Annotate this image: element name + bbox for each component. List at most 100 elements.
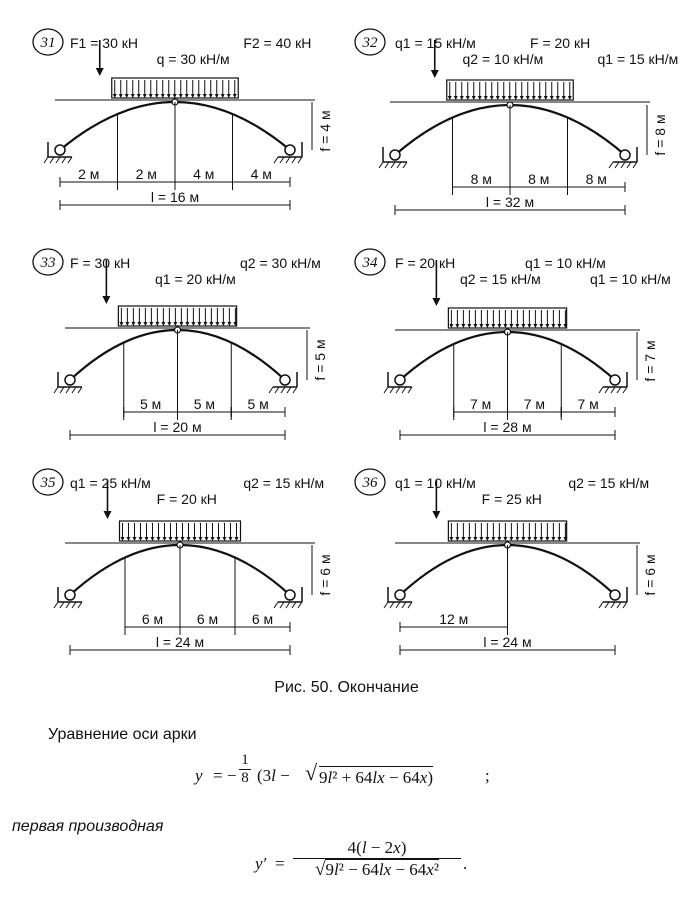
support-hatch (53, 601, 59, 609)
force-arrow-head (432, 511, 441, 519)
derivative-equation: y′ = 4(l − 2x) √9l² − 64lx − 64x² . (255, 838, 468, 880)
distributed-load-arrowhead (479, 324, 484, 328)
distributed-load-arrowhead (137, 322, 142, 326)
panel-number: 32 (362, 35, 379, 51)
rise-label: f = 4 м (317, 110, 333, 151)
distributed-load-arrowhead (156, 537, 161, 541)
distributed-load-arrowhead (221, 322, 226, 326)
distributed-load-arrowhead (489, 96, 494, 100)
distributed-load-arrowhead (453, 96, 458, 100)
support-hatch (49, 156, 55, 164)
support-hatch (610, 601, 616, 609)
support-hatch (407, 386, 413, 394)
support-hatch (67, 156, 73, 164)
load-label: q1 = 10 кН/м (395, 475, 476, 491)
panel-number: 31 (40, 35, 56, 51)
distributed-load-arrowhead (186, 537, 191, 541)
distributed-load-arrowhead (485, 537, 490, 541)
distributed-load-arrowhead (144, 537, 149, 541)
segment-dim-label: 8 м (528, 171, 549, 187)
span-dim-label: l = 24 м (483, 634, 531, 650)
distributed-load-arrowhead (519, 96, 524, 100)
support-hatch (65, 386, 71, 394)
force-arrow-head (95, 68, 104, 76)
distributed-load-arrowhead (501, 96, 506, 100)
distributed-load-arrowhead (549, 96, 554, 100)
distributed-load-arrowhead (473, 537, 478, 541)
distributed-load-arrowhead (150, 537, 155, 541)
segment-dim-label: 2 м (78, 166, 99, 182)
distributed-load-arrowhead (167, 322, 172, 326)
load-label: F2 = 40 кН (243, 35, 311, 51)
span-dim-label: l = 20 м (153, 419, 201, 435)
distributed-load-arrowhead (179, 322, 184, 326)
span-dim-label: l = 24 м (156, 634, 204, 650)
distributed-load-arrowhead (192, 537, 197, 541)
distributed-load-arrowhead (209, 322, 214, 326)
load-label: F = 25 кН (482, 491, 542, 507)
distributed-load-arrowhead (555, 96, 560, 100)
distributed-load-arrowhead (531, 96, 536, 100)
support-hatch (274, 386, 280, 394)
distributed-load-arrowhead (178, 94, 183, 98)
axis-equation-label: Уравнение оси арки (48, 726, 197, 743)
support-hatch (608, 161, 614, 169)
load-label: q = 30 кН/м (157, 51, 230, 67)
distributed-load-arrowhead (527, 537, 532, 541)
rise-label: f = 5 м (312, 339, 328, 380)
span-dim-label: l = 32 м (486, 194, 534, 210)
load-label: F = 20 кН (530, 35, 590, 51)
support-hinge (64, 374, 76, 386)
distributed-load-arrowhead (447, 96, 452, 100)
distributed-load-arrowhead (172, 94, 177, 98)
distributed-load-arrowhead (471, 96, 476, 100)
load-label: q2 = 15 кН/м (568, 475, 649, 491)
derivative-label: первая производная (12, 818, 164, 835)
distributed-load-arrowhead (234, 537, 239, 541)
distributed-load-arrowhead (533, 537, 538, 541)
span-dim-label: l = 16 м (151, 189, 199, 205)
distributed-load-arrowhead (220, 94, 225, 98)
support-hatch (285, 156, 291, 164)
support-hatch (268, 386, 274, 394)
distributed-load-arrowhead (449, 324, 454, 328)
support-hatch (285, 601, 291, 609)
distributed-load-arrowhead (539, 537, 544, 541)
support-hatch (65, 601, 71, 609)
distributed-load-arrowhead (202, 94, 207, 98)
support-hatch (286, 386, 292, 394)
support-hatch (632, 161, 638, 169)
distributed-load-arrowhead (184, 94, 189, 98)
distributed-load-arrowhead (136, 94, 141, 98)
support-hatch (616, 601, 622, 609)
distributed-load-arrowhead (495, 96, 500, 100)
support-hinge (619, 149, 631, 161)
support-hatch (383, 601, 389, 609)
distributed-load-arrowhead (126, 537, 131, 541)
distributed-load (111, 77, 239, 99)
load-label: q2 = 10 кН/м (463, 51, 544, 67)
load-label: F = 30 кН (70, 255, 130, 271)
segment-dim-label: 5 м (194, 396, 215, 412)
support-hatch (396, 161, 402, 169)
support-hatch (77, 386, 83, 394)
distributed-load-arrowhead (459, 96, 464, 100)
distributed-load-arrowhead (138, 537, 143, 541)
support-hatch (71, 601, 77, 609)
distributed-load-arrowhead (166, 94, 171, 98)
support-hatch (53, 386, 59, 394)
support-hatch (389, 601, 395, 609)
support-hatch (384, 161, 390, 169)
support-hatch (59, 601, 65, 609)
support-hatch (604, 601, 610, 609)
distributed-load-arrowhead (461, 537, 466, 541)
support-hatch (395, 601, 401, 609)
distributed-load-arrowhead (503, 324, 508, 328)
distributed-load-arrowhead (180, 537, 185, 541)
support-hatch (390, 161, 396, 169)
panel-number-ring (32, 468, 64, 496)
distributed-load-arrowhead (533, 324, 538, 328)
support-hatch (280, 386, 286, 394)
support-hatch (279, 156, 285, 164)
segment-dim-label: 7 м (577, 396, 598, 412)
